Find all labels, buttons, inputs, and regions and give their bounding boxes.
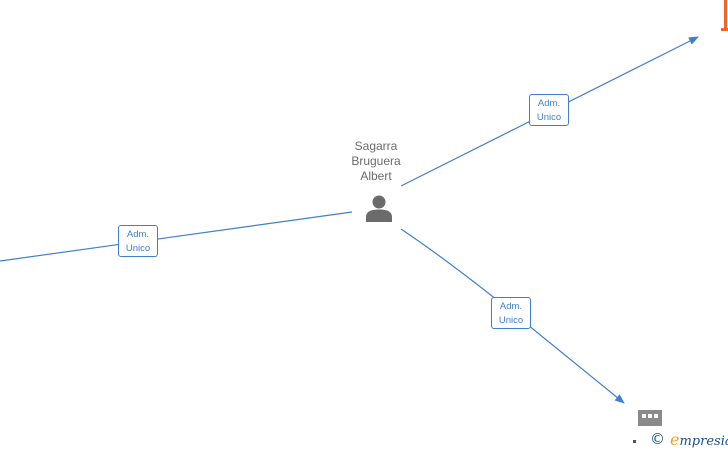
- role-label-left-line-1: Adm.: [126, 229, 150, 240]
- role-label-bottom-line-1: Adm.: [499, 301, 523, 312]
- company-icon-bottom-partial[interactable]: [638, 410, 662, 426]
- empresia-logo-initial: e: [670, 429, 680, 449]
- edge-from-company-left: [0, 211, 353, 262]
- copyright-icon: ©: [650, 430, 665, 448]
- role-label-bottom[interactable]: Adm. Unico: [491, 297, 531, 329]
- role-label-left-line-2: Unico: [125, 243, 151, 254]
- person-name-line-2: Bruguera: [351, 154, 401, 168]
- person-icon[interactable]: [364, 194, 394, 222]
- company-icon-top-partial[interactable]: [721, 0, 728, 32]
- role-label-top-line-1: Adm.: [537, 98, 561, 109]
- role-label-left[interactable]: Adm. Unico: [118, 225, 158, 257]
- empresia-logo: empresia: [670, 430, 728, 449]
- person-name-line-1: Sagarra: [354, 139, 398, 153]
- empresia-logo-text: mpresia: [679, 433, 728, 449]
- role-label-top-line-2: Unico: [536, 112, 562, 123]
- role-label-bottom-line-2: Unico: [498, 315, 524, 326]
- role-label-top[interactable]: Adm. Unico: [529, 94, 569, 126]
- footer-dot: [633, 440, 636, 443]
- person-name-line-3: Albert: [360, 169, 392, 183]
- footer-brand[interactable]: © empresia: [650, 429, 728, 449]
- person-name[interactable]: Sagarra Bruguera Albert: [336, 139, 416, 184]
